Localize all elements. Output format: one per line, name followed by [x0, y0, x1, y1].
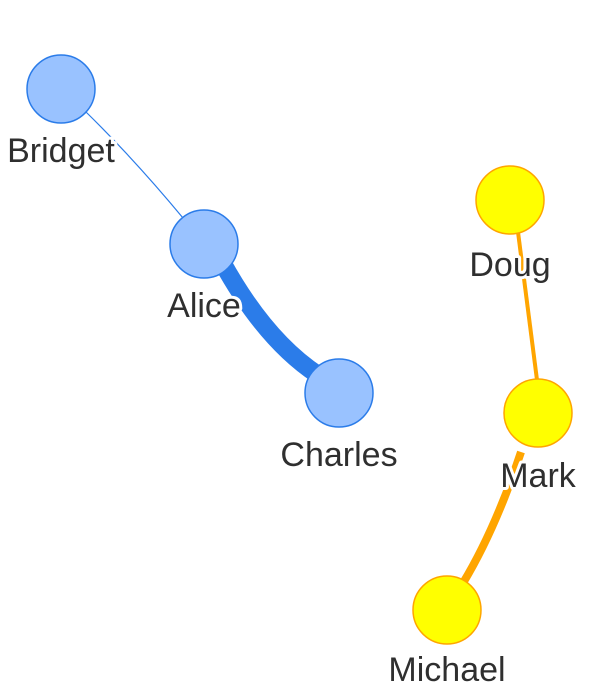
node-doug[interactable] [475, 165, 545, 235]
node-alice[interactable] [169, 209, 239, 279]
node-mark[interactable] [503, 378, 573, 448]
edge-layer [85, 111, 539, 586]
node-bridget[interactable] [26, 54, 96, 124]
label-layer: Bridget Alice Charles Doug Mark Michael [4, 129, 580, 692]
node-label-mark: Mark [500, 457, 577, 495]
edge-doug-mark[interactable] [516, 231, 539, 381]
node-label-doug: Doug [469, 246, 550, 284]
node-label-michael: Michael [388, 651, 505, 689]
node-charles[interactable] [304, 358, 374, 428]
edge-alice-charles[interactable] [214, 257, 324, 383]
node-michael[interactable] [412, 575, 482, 645]
edge-bridget-alice[interactable] [85, 111, 184, 219]
node-label-bridget: Bridget [7, 132, 115, 170]
node-label-alice: Alice [167, 287, 241, 325]
edge-mark-michael[interactable] [459, 450, 525, 586]
node-layer [26, 54, 573, 645]
node-label-charles: Charles [280, 436, 397, 474]
